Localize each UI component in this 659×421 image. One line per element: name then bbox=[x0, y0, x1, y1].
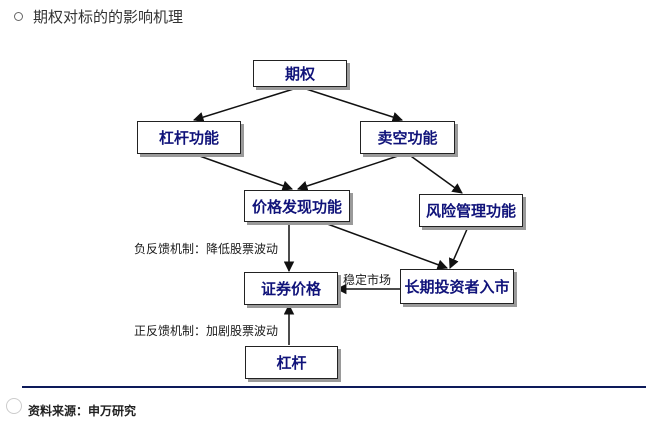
arrow-price-discovery-to-long-term-investors bbox=[321, 221, 448, 270]
footer-divider bbox=[22, 386, 646, 388]
arrow-short-function-to-risk-management bbox=[407, 153, 463, 194]
arrow-option-to-short-function bbox=[299, 86, 403, 123]
heading-text: 期权对标的的影响机理 bbox=[33, 7, 184, 26]
label-stabilize-market: 稳定市场 bbox=[343, 273, 392, 287]
arrow-option-to-leverage-function bbox=[192, 86, 301, 123]
arrow-risk-management-to-long-term-investors bbox=[448, 226, 469, 269]
source-note: 资料来源：申万研究 bbox=[28, 404, 137, 418]
arrow-leverage-function-to-price-discovery bbox=[193, 153, 293, 191]
node-leverage-function: 杠杆功能 bbox=[137, 121, 241, 154]
arrow-short-function-to-price-discovery bbox=[297, 153, 405, 192]
label-positive-feedback: 正反馈机制：加剧股票波动 bbox=[134, 324, 279, 338]
watermark-logo-icon bbox=[6, 398, 22, 414]
heading: 期权对标的的影响机理 bbox=[14, 6, 183, 26]
watermark bbox=[6, 398, 22, 414]
node-leverage: 杠杆 bbox=[245, 346, 338, 379]
node-risk-management: 风险管理功能 bbox=[419, 194, 523, 227]
bullet-icon bbox=[14, 11, 23, 21]
node-option: 期权 bbox=[253, 60, 347, 87]
node-short-function: 卖空功能 bbox=[360, 121, 455, 154]
node-price-discovery: 价格发现功能 bbox=[244, 190, 350, 222]
node-security-price: 证券价格 bbox=[244, 272, 338, 305]
label-negative-feedback: 负反馈机制：降低股票波动 bbox=[134, 242, 279, 256]
node-long-term-investors: 长期投资者入市 bbox=[400, 269, 514, 304]
